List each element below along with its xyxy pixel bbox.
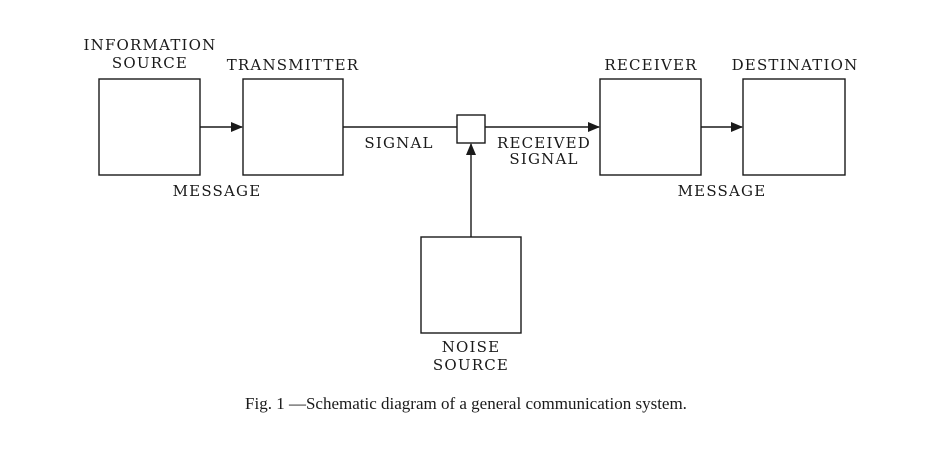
figure-caption: Fig. 1 —Schematic diagram of a general c… bbox=[245, 394, 687, 413]
noise-source-box bbox=[420, 236, 522, 334]
receiver-label: RECEIVER bbox=[604, 56, 697, 74]
message-label-right: MESSAGE bbox=[678, 182, 767, 200]
noise-source-label-line1: NOISE bbox=[442, 338, 501, 356]
receiver-box bbox=[599, 78, 702, 176]
received-signal-label-line2: SIGNAL bbox=[509, 150, 578, 168]
noise-junction-box bbox=[456, 114, 486, 144]
transmitter-label: TRANSMITTER bbox=[227, 56, 360, 74]
signal-label: SIGNAL bbox=[364, 134, 433, 152]
received-signal-label-line1: RECEIVED bbox=[497, 134, 591, 152]
message-label-left: MESSAGE bbox=[173, 182, 262, 200]
transmitter-box bbox=[242, 78, 344, 176]
information-source-box bbox=[98, 78, 201, 176]
noise-source-label-line2: SOURCE bbox=[433, 356, 509, 374]
destination-label: DESTINATION bbox=[732, 56, 859, 74]
destination-box bbox=[742, 78, 846, 176]
information-source-label-line2: SOURCE bbox=[112, 54, 188, 72]
information-source-label-line1: INFORMATION bbox=[84, 36, 217, 54]
